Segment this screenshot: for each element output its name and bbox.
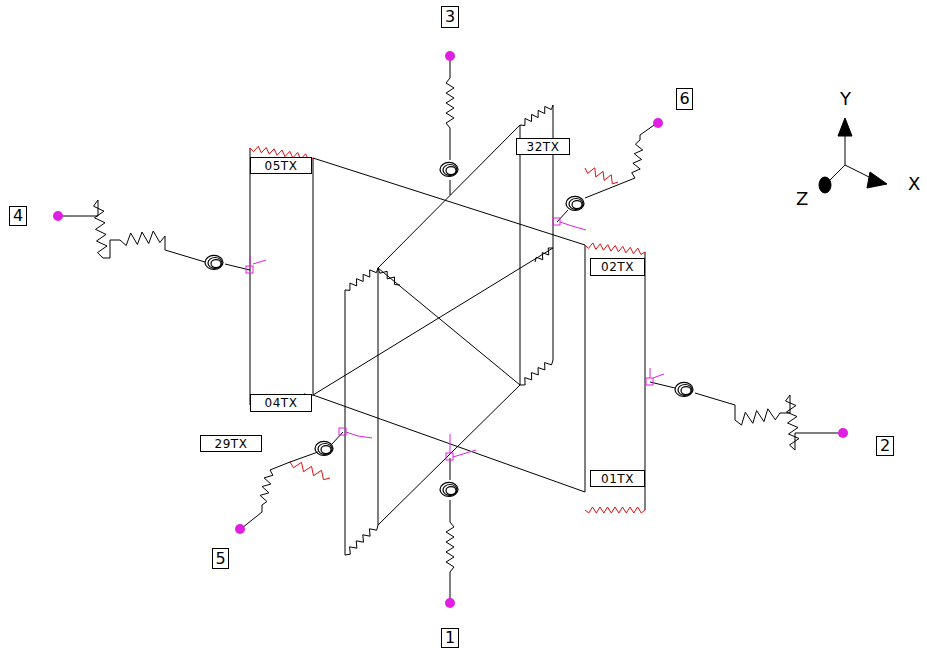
spring-symbol bbox=[446, 522, 454, 572]
spring-symbol bbox=[120, 231, 165, 246]
callout-number: 3 bbox=[445, 9, 455, 25]
rotation-coil bbox=[208, 258, 222, 269]
rotation-coil bbox=[321, 446, 331, 454]
spring-symbol bbox=[632, 140, 643, 178]
rotation-coil bbox=[440, 162, 458, 176]
spring-symbol bbox=[585, 168, 618, 184]
rotation-coil bbox=[315, 441, 333, 455]
rotation-coil bbox=[443, 485, 457, 496]
anchor-dots bbox=[53, 51, 848, 608]
plate-edge bbox=[585, 507, 645, 513]
rotation-coil bbox=[566, 196, 584, 210]
spring-coils bbox=[205, 162, 693, 496]
rotation-coil bbox=[440, 482, 458, 496]
axis-label: Z bbox=[796, 190, 808, 208]
tag-text: 29TX bbox=[215, 438, 248, 450]
rotation-coil bbox=[211, 260, 221, 268]
spring-lines bbox=[60, 58, 838, 600]
callout-box: 1 bbox=[441, 628, 459, 648]
tag-text: 05TX bbox=[265, 160, 298, 172]
callout-box: 2 bbox=[876, 436, 894, 456]
axis-triad bbox=[819, 118, 887, 193]
callout-number: 5 bbox=[215, 551, 225, 567]
rotation-coil bbox=[443, 165, 457, 176]
rotation-coil bbox=[446, 487, 456, 495]
callout-number: 6 bbox=[679, 91, 689, 107]
plate-edge bbox=[535, 248, 553, 262]
spring-symbol bbox=[260, 470, 273, 505]
plate-edge bbox=[520, 360, 553, 385]
spring-symbol bbox=[735, 409, 780, 425]
node-markers bbox=[246, 218, 664, 460]
structure-lines bbox=[250, 105, 645, 555]
rotation-coil bbox=[569, 199, 583, 210]
plate-edge bbox=[345, 525, 378, 555]
node-tag: 04TX bbox=[250, 394, 312, 412]
spring-symbol bbox=[94, 200, 108, 258]
callout-number: 2 bbox=[880, 438, 890, 454]
node-tag: 05TX bbox=[250, 157, 312, 174]
rotation-coil bbox=[675, 382, 693, 396]
tag-text: 02TX bbox=[601, 261, 634, 273]
rotation-coil bbox=[572, 201, 582, 209]
rotation-coil bbox=[681, 387, 691, 395]
axis-label: X bbox=[908, 175, 920, 193]
node-tag: 32TX bbox=[516, 138, 570, 155]
zigzag-edges bbox=[94, 78, 800, 572]
node-tag: 02TX bbox=[590, 258, 645, 276]
node-tag: 01TX bbox=[590, 470, 645, 487]
callout-box: 3 bbox=[441, 6, 459, 28]
spring-symbol bbox=[786, 395, 800, 450]
callout-box: 4 bbox=[9, 206, 27, 226]
callout-box: 6 bbox=[676, 88, 693, 110]
plate-edge bbox=[378, 268, 400, 285]
plate-edge bbox=[520, 105, 553, 126]
rotation-coil bbox=[318, 444, 332, 455]
rotation-coil bbox=[205, 255, 223, 269]
rotation-coil bbox=[678, 385, 692, 396]
axis-label: Y bbox=[840, 90, 851, 108]
callout-number: 4 bbox=[13, 208, 23, 224]
spring-symbol bbox=[446, 78, 454, 128]
plate-edge bbox=[345, 268, 378, 290]
callout-number: 1 bbox=[445, 630, 455, 646]
tag-text: 04TX bbox=[265, 397, 298, 409]
spring-symbol bbox=[290, 462, 330, 480]
rotation-coil bbox=[446, 167, 456, 175]
node-tag: 29TX bbox=[200, 435, 262, 452]
tag-text: 01TX bbox=[601, 473, 634, 485]
plate-edge bbox=[585, 243, 645, 255]
callout-box: 5 bbox=[212, 548, 229, 569]
tag-text: 32TX bbox=[527, 141, 560, 153]
